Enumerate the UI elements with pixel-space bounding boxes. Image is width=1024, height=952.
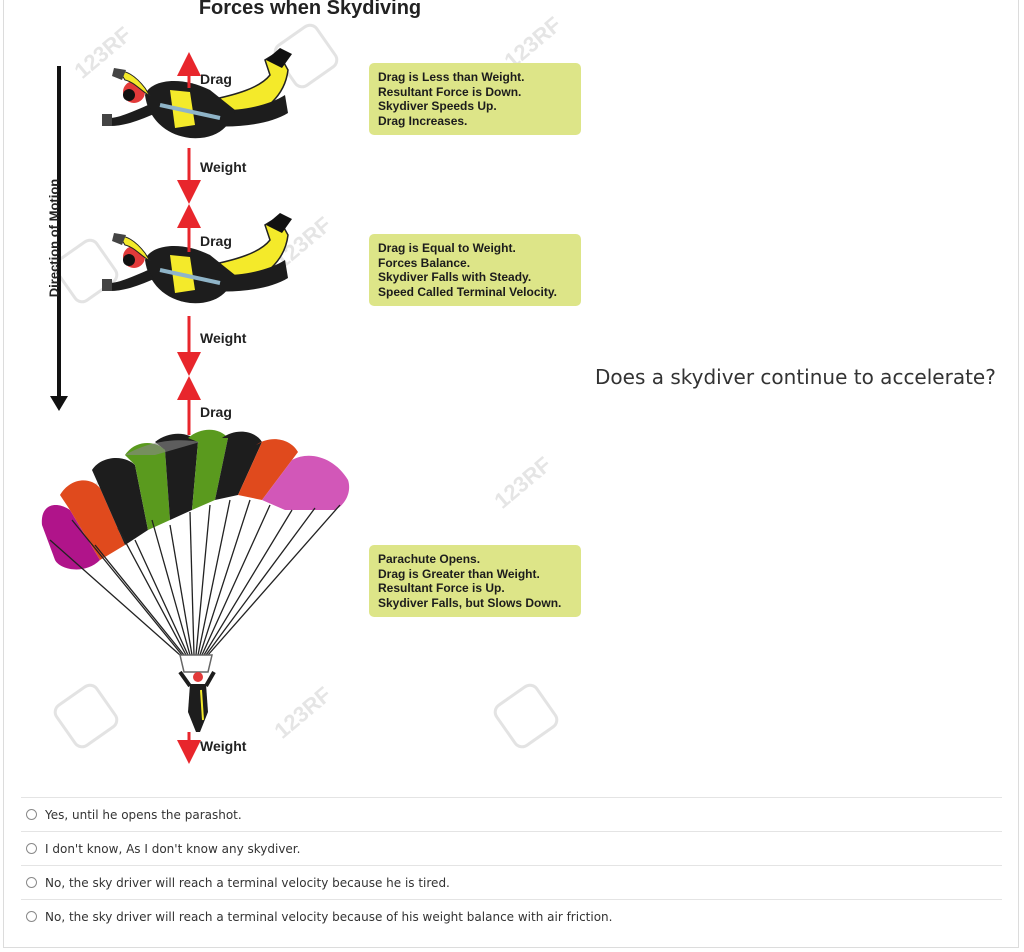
option-label: Yes, until he opens the parashot.: [45, 807, 242, 822]
stage-note-2: Drag is Equal to Weight. Forces Balance.…: [369, 234, 581, 306]
note-line: Forces Balance.: [378, 255, 471, 270]
answer-option-4[interactable]: No, the sky driver will reach a terminal…: [21, 899, 1002, 933]
note-line: Skydiver Speeds Up.: [378, 99, 497, 113]
stage-note-1: Drag is Less than Weight. Resultant Forc…: [369, 63, 581, 135]
option-label: I don't know, As I don't know any skydiv…: [45, 841, 301, 856]
radio-button[interactable]: [26, 877, 37, 888]
note-line: Resultant Force is Down.: [378, 84, 522, 99]
note-line: Drag Increases.: [378, 113, 468, 128]
note-line: Skydiver Falls, but Slows Down.: [378, 595, 562, 610]
skydiver-figure-1: [102, 48, 292, 139]
direction-of-motion-label: Direction of Motion: [46, 178, 62, 298]
drag-label-2: Drag: [200, 233, 232, 249]
answer-option-2[interactable]: I don't know, As I don't know any skydiv…: [21, 831, 1002, 865]
radio-button[interactable]: [26, 911, 37, 922]
weight-label-3: Weight: [200, 738, 247, 754]
weight-label-1: Weight: [200, 159, 247, 175]
note-line: Resultant Force is Up.: [378, 581, 505, 595]
parachute-figure: [41, 429, 350, 732]
direction-arrow: [50, 66, 68, 411]
figure-title: Forces when Skydiving: [198, 0, 422, 19]
skydiver-figure-2: [102, 213, 292, 304]
question-text: Does a skydiver continue to accelerate?: [595, 365, 996, 389]
note-line: Drag is Greater than Weight.: [378, 566, 540, 581]
stage-note-3: Parachute Opens. Drag is Greater than We…: [369, 545, 581, 617]
figure-graphics: [41, 48, 350, 764]
skydiving-forces-figure: 123RF 123RF 123RF 123RF 123RF 123RF Forc…: [30, 0, 590, 770]
radio-button[interactable]: [26, 843, 37, 854]
note-line: Drag is Equal to Weight.: [378, 241, 516, 255]
answer-option-3[interactable]: No, the sky driver will reach a terminal…: [21, 865, 1002, 899]
note-line: Speed Called Terminal Velocity.: [378, 284, 557, 299]
drag-label-3: Drag: [200, 404, 232, 420]
note-line: Parachute Opens.: [378, 552, 481, 566]
radio-button[interactable]: [26, 809, 37, 820]
option-label: No, the sky driver will reach a terminal…: [45, 875, 450, 890]
answer-option-1[interactable]: Yes, until he opens the parashot.: [21, 797, 1002, 831]
note-line: Skydiver Falls with Steady.: [378, 270, 532, 284]
content-frame: [3, 0, 1019, 948]
note-line: Drag is Less than Weight.: [378, 70, 525, 84]
option-label: No, the sky driver will reach a terminal…: [45, 909, 613, 924]
answer-options: Yes, until he opens the parashot. I don'…: [21, 797, 1002, 933]
drag-label-1: Drag: [200, 71, 232, 87]
weight-label-2: Weight: [200, 330, 247, 346]
